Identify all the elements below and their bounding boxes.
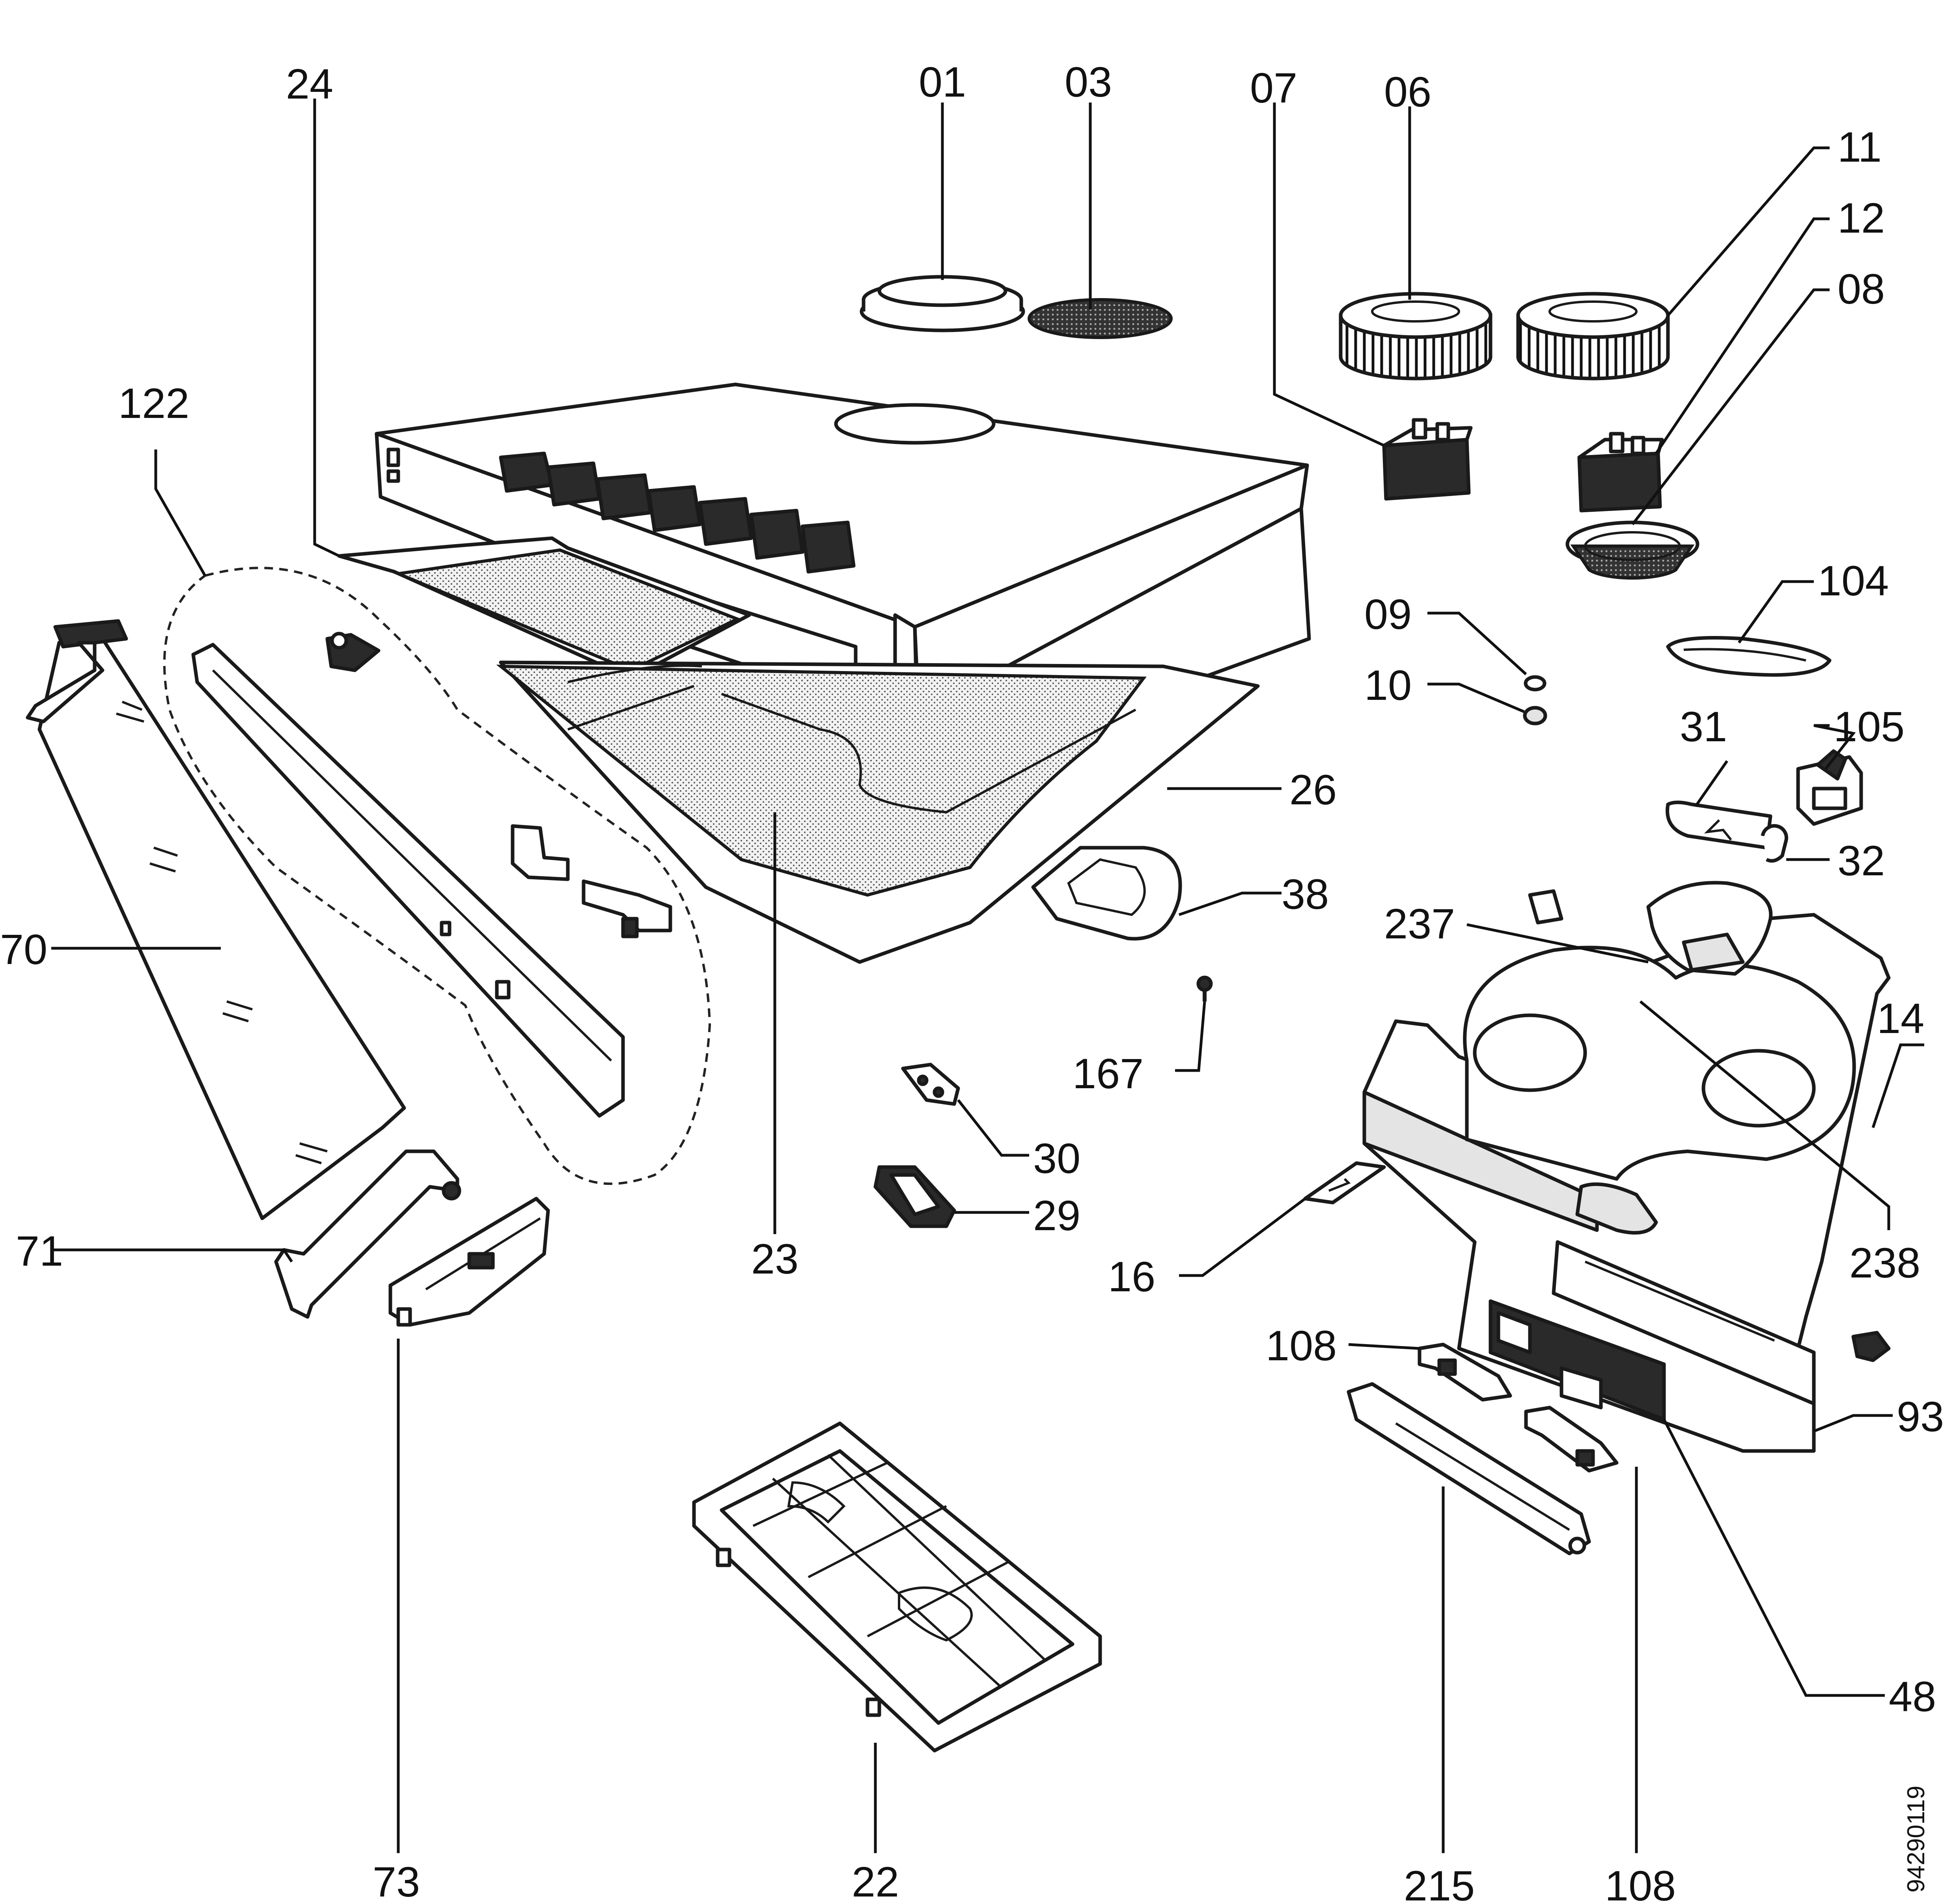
part-clip-a	[325, 632, 381, 672]
callout-07: 07	[1250, 64, 1297, 112]
callout-23: 23	[751, 1235, 798, 1283]
part-70-glass-panel	[37, 637, 406, 1220]
part-06-motor	[1339, 292, 1492, 380]
callout-105: 105	[1834, 703, 1905, 750]
part-10-cap	[1523, 706, 1547, 725]
callout-24: 24	[286, 60, 333, 108]
part-small-nut	[1851, 1331, 1891, 1362]
part-26-filter-plate	[496, 660, 1260, 964]
callout-167: 167	[1073, 1050, 1144, 1097]
part-38-light-cover	[1031, 846, 1182, 941]
part-122-front-rail	[191, 643, 625, 1118]
callout-108-lower: 108	[1605, 1862, 1676, 1904]
part-108-slider-a	[1418, 1343, 1512, 1402]
callout-16: 16	[1108, 1253, 1155, 1300]
callout-08: 08	[1837, 265, 1885, 313]
callout-22: 22	[852, 1858, 899, 1904]
callout-12: 12	[1837, 194, 1885, 242]
callout-labels: 01 03 07 06 11 12 08 24 122 104 09 10 31…	[0, 58, 1944, 1904]
part-104-lens	[1666, 636, 1832, 677]
part-215-bar	[1347, 1382, 1591, 1555]
part-09-cap	[1524, 675, 1546, 692]
callout-73: 73	[373, 1858, 420, 1904]
part-24-filter-frame	[337, 536, 751, 680]
part-108-slider-b	[1524, 1406, 1619, 1473]
part-29-clip	[873, 1165, 956, 1228]
part-11-motor	[1516, 292, 1670, 380]
callout-32: 32	[1837, 837, 1885, 884]
callout-71: 71	[16, 1227, 63, 1275]
callout-29: 29	[1033, 1192, 1080, 1239]
part-16-plate	[1303, 1161, 1386, 1205]
part-glass-clip-top	[26, 619, 128, 724]
callout-06: 06	[1384, 68, 1431, 116]
part-48-board	[1489, 1299, 1666, 1421]
callout-14: 14	[1877, 994, 1924, 1042]
callout-215: 215	[1404, 1862, 1475, 1904]
part-22-tray	[692, 1421, 1102, 1753]
callout-11: 11	[1837, 123, 1882, 171]
callout-26: 26	[1289, 766, 1337, 813]
part-01-collar	[860, 275, 1025, 332]
callout-122: 122	[118, 379, 189, 427]
part-105-switch	[1796, 749, 1863, 826]
callout-38: 38	[1282, 870, 1329, 918]
part-31-lamp	[1666, 800, 1788, 863]
part-clip-b	[511, 824, 570, 881]
callout-108-upper: 108	[1266, 1322, 1337, 1369]
part-73-end-cap	[388, 1197, 550, 1327]
part-12-block	[1577, 432, 1664, 513]
callout-237: 237	[1384, 900, 1455, 947]
part-07-block	[1382, 418, 1473, 501]
callout-31: 31	[1680, 703, 1727, 750]
callout-93: 93	[1897, 1393, 1944, 1440]
callout-104: 104	[1818, 557, 1889, 604]
callout-10: 10	[1364, 661, 1412, 709]
callout-01: 01	[919, 58, 966, 106]
drawing-number: 94290119	[1903, 1786, 1930, 1893]
part-08-basket	[1565, 520, 1699, 580]
leader-lines	[51, 99, 1924, 1853]
vent-slots	[499, 451, 856, 574]
callout-48: 48	[1889, 1673, 1936, 1720]
part-167-screw	[1196, 975, 1213, 1001]
part-03-grille	[1028, 298, 1173, 339]
part-30-clip	[901, 1063, 960, 1106]
group-122-outline	[163, 567, 711, 1185]
callout-238: 238	[1849, 1239, 1920, 1287]
callout-09: 09	[1364, 590, 1412, 638]
callout-03: 03	[1065, 58, 1112, 106]
callout-70: 70	[0, 925, 47, 973]
part-71-bracket	[274, 1149, 461, 1319]
callout-30: 30	[1033, 1134, 1080, 1182]
part-clip-c	[582, 879, 672, 938]
